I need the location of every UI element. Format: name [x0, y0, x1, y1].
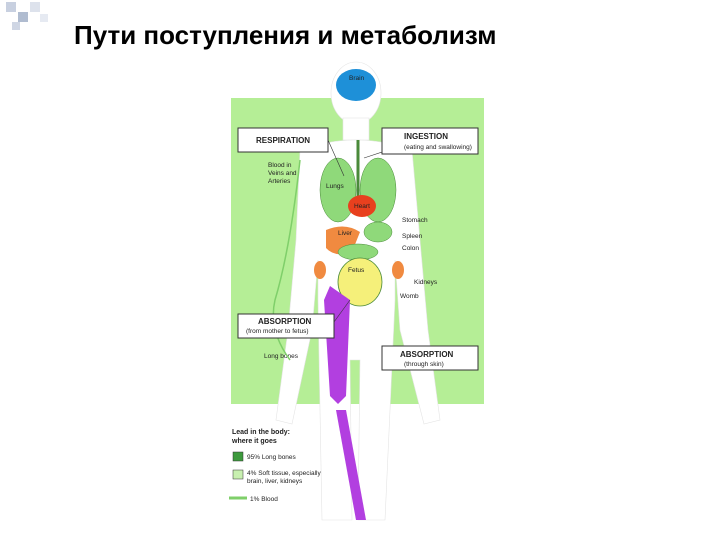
legend-title-line2: where it goes — [231, 438, 277, 445]
fetus-label: Fetus — [348, 267, 365, 274]
spleen-label: Spleen — [402, 233, 423, 240]
left-kidney — [314, 261, 326, 279]
ingestion-subtitle: (eating and swallowing) — [404, 144, 472, 151]
liver-label: Liver — [338, 230, 353, 237]
long-bones-label: Long bones — [264, 353, 299, 360]
absorption-skin-subtitle: (through skin) — [404, 361, 444, 368]
stomach-shape — [364, 222, 392, 242]
legend-swatch-soft-tissue — [233, 470, 243, 479]
womb-label: Womb — [400, 293, 419, 300]
legend-item-bones: 95% Long bones — [247, 454, 297, 461]
colon-label: Colon — [402, 245, 419, 252]
legend-title-line1: Lead in the body: — [232, 429, 290, 436]
legend-item-blood: 1% Blood — [250, 496, 278, 503]
lungs-label: Lungs — [326, 183, 344, 190]
left-lung — [320, 158, 356, 222]
ingestion-heading: INGESTION — [404, 132, 448, 141]
legend-swatch-bones — [233, 452, 243, 461]
absorption-skin-heading: ABSORPTION — [400, 350, 454, 359]
heart-label: Heart — [354, 203, 370, 210]
absorption-mother-heading: ABSORPTION — [258, 317, 312, 326]
legend-item-soft-tissue-line2: brain, liver, kidneys — [247, 478, 303, 485]
right-kidney — [392, 261, 404, 279]
kidneys-label: Kidneys — [414, 279, 438, 286]
brain-label: Brain — [349, 75, 365, 82]
brain-shape — [336, 69, 376, 101]
legend-item-soft-tissue-line1: 4% Soft tissue, especially — [247, 470, 321, 477]
respiration-heading: RESPIRATION — [256, 136, 310, 145]
blood-label-line3: Arteries — [268, 178, 291, 185]
blood-label-line2: Veins and — [268, 170, 297, 177]
stomach-label: Stomach — [402, 217, 428, 224]
absorption-mother-subtitle: (from mother to fetus) — [246, 328, 309, 335]
blood-label-line1: Blood in — [268, 162, 292, 169]
colon-shape — [338, 244, 378, 260]
